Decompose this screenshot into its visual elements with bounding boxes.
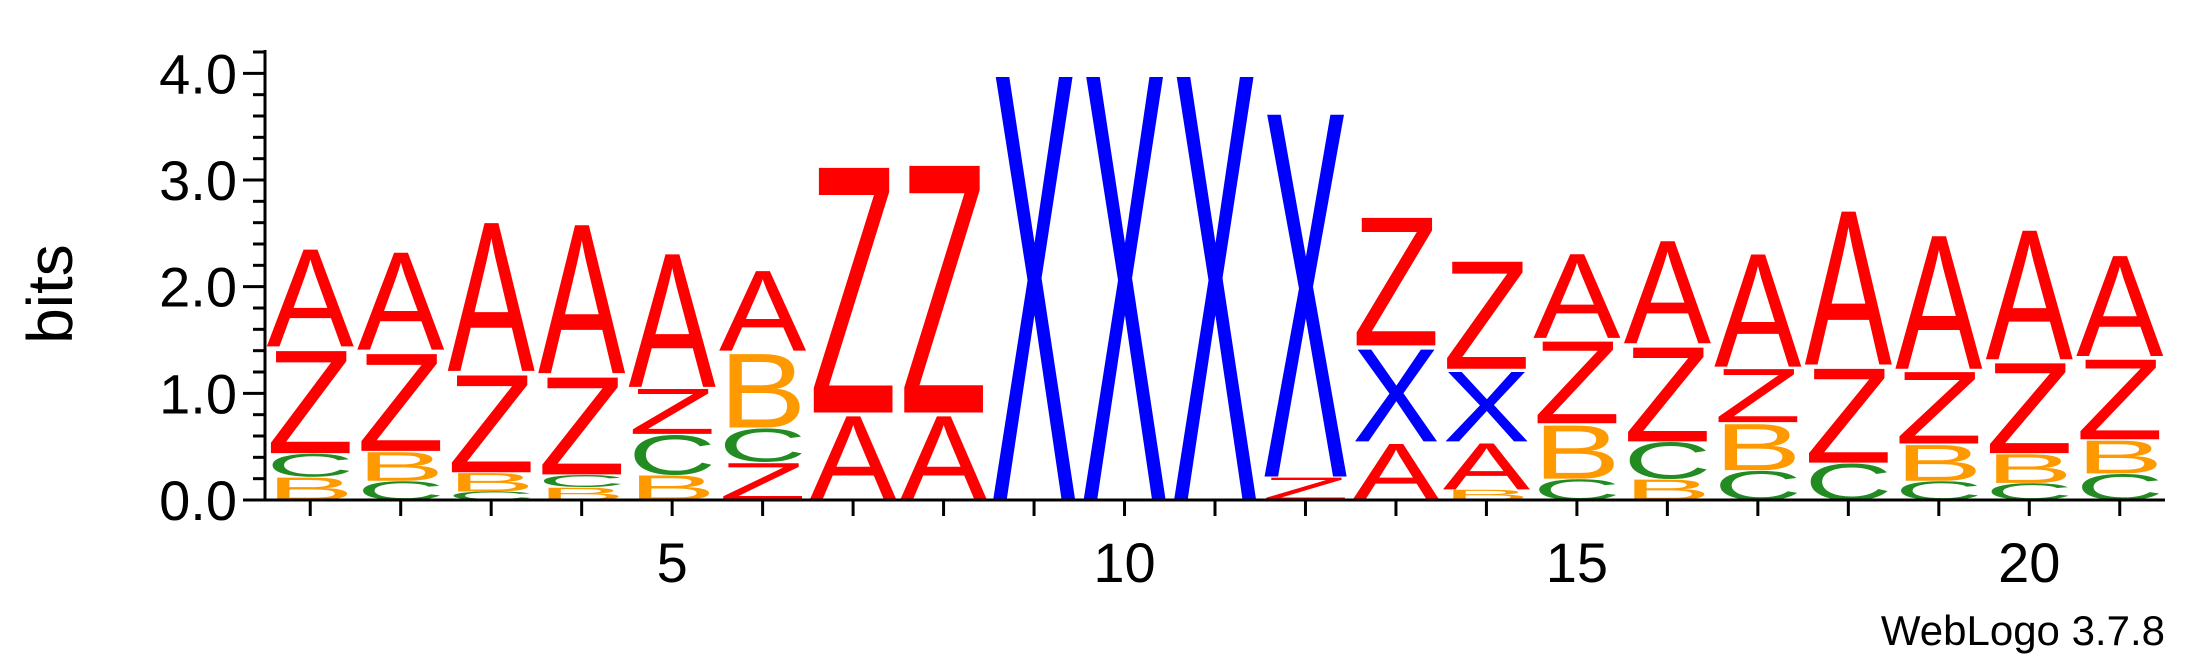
axes: 0.0 1.0 2.0 3.0 4.0 5 10 15 20 (159, 42, 2165, 594)
logo-letter-z: Z (900, 88, 988, 488)
logo-letter-c: C (1624, 431, 1712, 489)
logo-letter-x: X (1081, 0, 1169, 631)
logo-letter-a: A (719, 247, 807, 376)
logo-letter-z: Z (1895, 350, 1983, 466)
logo-letter-x: X (990, 0, 1078, 631)
logo-letter-z: Z (1714, 353, 1802, 439)
logo-letter-c: C (266, 447, 354, 484)
logo-letter-z: Z (809, 93, 897, 489)
x-axis-ticks: 5 10 15 20 (308, 500, 2122, 594)
logo-letter-z: Z (1352, 179, 1440, 386)
logo-letter-b: B (447, 468, 535, 498)
logo-letter-c: C (628, 424, 716, 487)
logo-letter-a: A (267, 219, 355, 376)
software-version-label: WebLogo 3.7.8 (1881, 607, 2165, 654)
logo-letter-b: B (719, 332, 807, 450)
logo-letter-z: Z (266, 319, 354, 484)
y-axis-label: bits (14, 244, 86, 344)
logo-letter-z: Z (1533, 316, 1621, 448)
logo-letter-z: Z (628, 375, 716, 448)
logo-letter-b: B (1714, 411, 1802, 485)
logo-letter-b: B (1985, 446, 2073, 492)
y-tick-label: 0.0 (159, 469, 237, 532)
y-tick-label: 2.0 (159, 256, 237, 319)
logo-letter-a: A (1624, 209, 1711, 375)
logo-letter-z: Z (357, 324, 445, 481)
logo-letter-z: Z (1624, 318, 1712, 471)
logo-letter-b: B (357, 443, 445, 489)
logo-letter-c: C (538, 471, 626, 491)
y-tick-label: 3.0 (159, 149, 237, 212)
logo-letter-z: Z (1443, 228, 1531, 403)
x-tick-label: 10 (1093, 531, 1155, 594)
logo-letter-a: A (448, 177, 536, 417)
logo-letter-x: X (1352, 322, 1440, 471)
logo-letter-x: X (1262, 2, 1350, 589)
logo-letter-b: B (1533, 409, 1621, 495)
y-axis-ticks: 0.0 1.0 2.0 3.0 4.0 (159, 42, 265, 532)
logo-letter-b: B (1895, 434, 1983, 492)
y-tick-label: 1.0 (159, 362, 237, 425)
x-tick-label: 20 (1998, 531, 2060, 594)
x-tick-label: 5 (657, 531, 688, 594)
logo-letter-a: A (1986, 191, 2074, 399)
logo-letter-b: B (2076, 430, 2164, 483)
logo-letter-a: A (628, 213, 715, 428)
logo-letter-a: A (538, 179, 626, 419)
logo-letter-x: X (1443, 350, 1531, 463)
x-tick-label: 15 (1546, 531, 1608, 594)
logo-letter-a: A (2076, 226, 2163, 388)
logo-letter-z: Z (1985, 336, 2073, 481)
logo-letter-x: X (1171, 0, 1259, 631)
logo-letter-z: Z (2076, 335, 2164, 464)
logo-letter-a: A (1533, 228, 1620, 364)
logo-letter-a: A (1443, 430, 1531, 504)
logo-letter-a: A (1714, 220, 1802, 402)
y-tick-label: 4.0 (159, 42, 237, 105)
logo-letter-a: A (1805, 164, 1893, 413)
logo-letter-c: C (719, 419, 807, 472)
logo-letter-z: Z (538, 348, 626, 505)
logo-letter-z: Z (447, 346, 535, 503)
logo-letter-a: A (1895, 195, 1982, 410)
logo-letter-z: Z (1804, 339, 1892, 492)
logo-letter-a: A (357, 222, 445, 379)
